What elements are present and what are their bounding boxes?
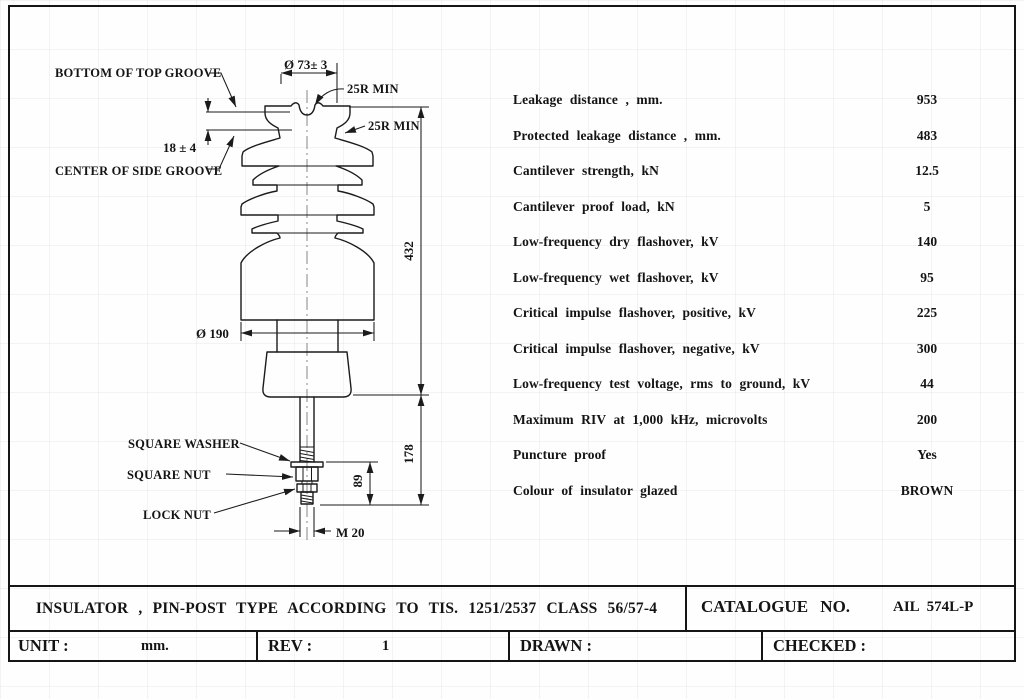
table-row: Puncture proof Yes <box>505 443 965 479</box>
spec-label: Critical impulse flashover, positive, kV <box>513 305 757 321</box>
table-row: Critical impulse flashover, positive, kV… <box>505 301 965 337</box>
svg-text:CENTER OF SIDE GROOVE: CENTER OF SIDE GROOVE <box>55 164 222 178</box>
table-row: Maximum RIV at 1,000 kHz, microvolts 200 <box>505 408 965 444</box>
callout-square-washer: SQUARE WASHER <box>128 437 291 462</box>
svg-text:LOCK NUT: LOCK NUT <box>143 508 211 522</box>
spec-label: Low-frequency dry flashover, kV <box>513 234 719 250</box>
spec-label: Low-frequency test voltage, rms to groun… <box>513 376 811 392</box>
svg-text:178: 178 <box>401 444 416 464</box>
callout-radius-side-groove: 25R MIN <box>344 119 420 134</box>
svg-text:Ø 73± 3: Ø 73± 3 <box>284 57 328 72</box>
svg-text:89: 89 <box>350 474 365 488</box>
spec-value: 95 <box>920 269 934 285</box>
square-nut-shape <box>295 466 319 482</box>
svg-text:SQUARE NUT: SQUARE NUT <box>127 468 211 482</box>
spec-table: Leakage distance , mm. 953 Protected leak… <box>505 88 965 515</box>
drawn-label: DRAWN : <box>520 636 592 655</box>
spec-value: 300 <box>916 340 938 356</box>
dim-pin-assembly-length: 178 <box>320 395 429 506</box>
spec-value: BROWN <box>900 483 954 499</box>
checked-label: CHECKED : <box>773 636 867 655</box>
title-block: INSULATOR , PIN-POST TYPE ACCORDING TO T… <box>8 585 1016 662</box>
spec-value: 483 <box>916 127 938 143</box>
insulator-profile <box>240 102 375 321</box>
title-block-row-1: INSULATOR , PIN-POST TYPE ACCORDING TO T… <box>8 587 1016 632</box>
dim-body-diameter: Ø 190 <box>196 322 375 341</box>
catalogue-value: AIL 574L-P <box>893 599 974 615</box>
callout-lock-nut: LOCK NUT <box>143 488 296 522</box>
spec-label: Cantilever proof load, kN <box>513 198 675 214</box>
callout-bottom-of-top-groove: BOTTOM OF TOP GROOVE <box>55 66 237 108</box>
dim-thread: M 20 <box>274 507 365 540</box>
spec-label: Puncture proof <box>513 447 607 463</box>
spec-value: 44 <box>920 376 934 392</box>
spec-label: Protected leakage distance , mm. <box>513 127 721 143</box>
unit-cell: UNIT : mm. <box>8 632 258 662</box>
svg-text:M 20: M 20 <box>336 525 365 540</box>
square-washer-shape <box>290 461 324 468</box>
svg-text:25R MIN: 25R MIN <box>347 82 399 96</box>
pin-hardware <box>262 319 352 505</box>
thread-end-shape <box>300 491 314 505</box>
dim-groove-offset: 18 ± 4 <box>163 98 292 155</box>
callout-square-nut: SQUARE NUT <box>127 468 294 482</box>
spec-label: Cantilever strength, kN <box>513 163 659 179</box>
dim-overall-height: 432 <box>349 106 429 396</box>
svg-text:Ø 190: Ø 190 <box>196 326 229 341</box>
shed-underside-lines <box>241 165 374 234</box>
dim-pin-exposed-length: 89 <box>326 461 378 505</box>
upper-thread-hatch <box>299 446 315 463</box>
svg-text:SQUARE WASHER: SQUARE WASHER <box>128 437 241 451</box>
rev-cell: REV : 1 <box>258 632 510 662</box>
spec-label: Critical impulse flashover, negative, kV <box>513 340 760 356</box>
checked-cell: CHECKED : <box>763 632 1016 662</box>
spec-value: 200 <box>916 411 938 427</box>
table-row: Low-frequency dry flashover, kV 140 <box>505 230 965 266</box>
lock-nut-shape <box>296 483 318 493</box>
svg-text:25R MIN: 25R MIN <box>368 119 420 133</box>
svg-text:18 ± 4: 18 ± 4 <box>163 140 197 155</box>
spec-value: Yes <box>917 447 937 463</box>
sheet-border-frame <box>8 5 1016 662</box>
table-row: Colour of insulator glazed BROWN <box>505 479 965 515</box>
table-row: Critical impulse flashover, negative, kV… <box>505 337 965 373</box>
table-row: Cantilever proof load, kN 5 <box>505 195 965 231</box>
spec-value: 140 <box>916 234 938 250</box>
table-row: Cantilever strength, kN 12.5 <box>505 159 965 195</box>
rev-label: REV : <box>268 636 313 655</box>
spec-label: Leakage distance , mm. <box>513 92 663 107</box>
svg-text:BOTTOM OF TOP GROOVE: BOTTOM OF TOP GROOVE <box>55 66 221 80</box>
svg-text:432: 432 <box>401 241 416 261</box>
drawn-cell: DRAWN : <box>510 632 763 662</box>
spec-label: Maximum RIV at 1,000 kHz, microvolts <box>513 411 768 427</box>
table-row: Protected leakage distance , mm. 483 <box>505 124 965 160</box>
table-row: Leakage distance , mm. 953 <box>505 88 965 124</box>
spec-value: 225 <box>916 305 938 321</box>
spec-value: 953 <box>916 92 938 107</box>
catalogue-cell: CATALOGUE NO. AIL 574L-P <box>687 587 1016 630</box>
table-row: Low-frequency wet flashover, kV 95 <box>505 266 965 302</box>
spec-label: Colour of insulator glazed <box>513 483 678 499</box>
spec-value: 12.5 <box>915 163 939 179</box>
table-row: Low-frequency test voltage, rms to groun… <box>505 372 965 408</box>
page-title: INSULATOR , PIN-POST TYPE ACCORDING TO T… <box>35 599 658 617</box>
lower-thread-hatch <box>300 494 314 504</box>
spec-label: Low-frequency wet flashover, kV <box>513 269 719 285</box>
dim-top-diameter: Ø 73± 3 <box>280 57 338 103</box>
unit-label: UNIT : <box>18 636 69 655</box>
title-block-row-2: UNIT : mm. REV : 1 DRAWN : CHECKED : <box>8 632 1016 662</box>
callout-center-of-side-groove: CENTER OF SIDE GROOVE <box>55 135 235 178</box>
title-cell: INSULATOR , PIN-POST TYPE ACCORDING TO T… <box>8 587 687 630</box>
catalogue-label: CATALOGUE NO. <box>701 597 851 616</box>
spec-value: 5 <box>923 198 931 214</box>
insulator-drawing: Ø 73± 3 18 ± 4 432 178 89 <box>55 57 429 541</box>
rev-value: 1 <box>382 638 390 654</box>
unit-value: mm. <box>141 638 169 654</box>
callout-radius-top-groove: 25R MIN <box>314 82 399 106</box>
